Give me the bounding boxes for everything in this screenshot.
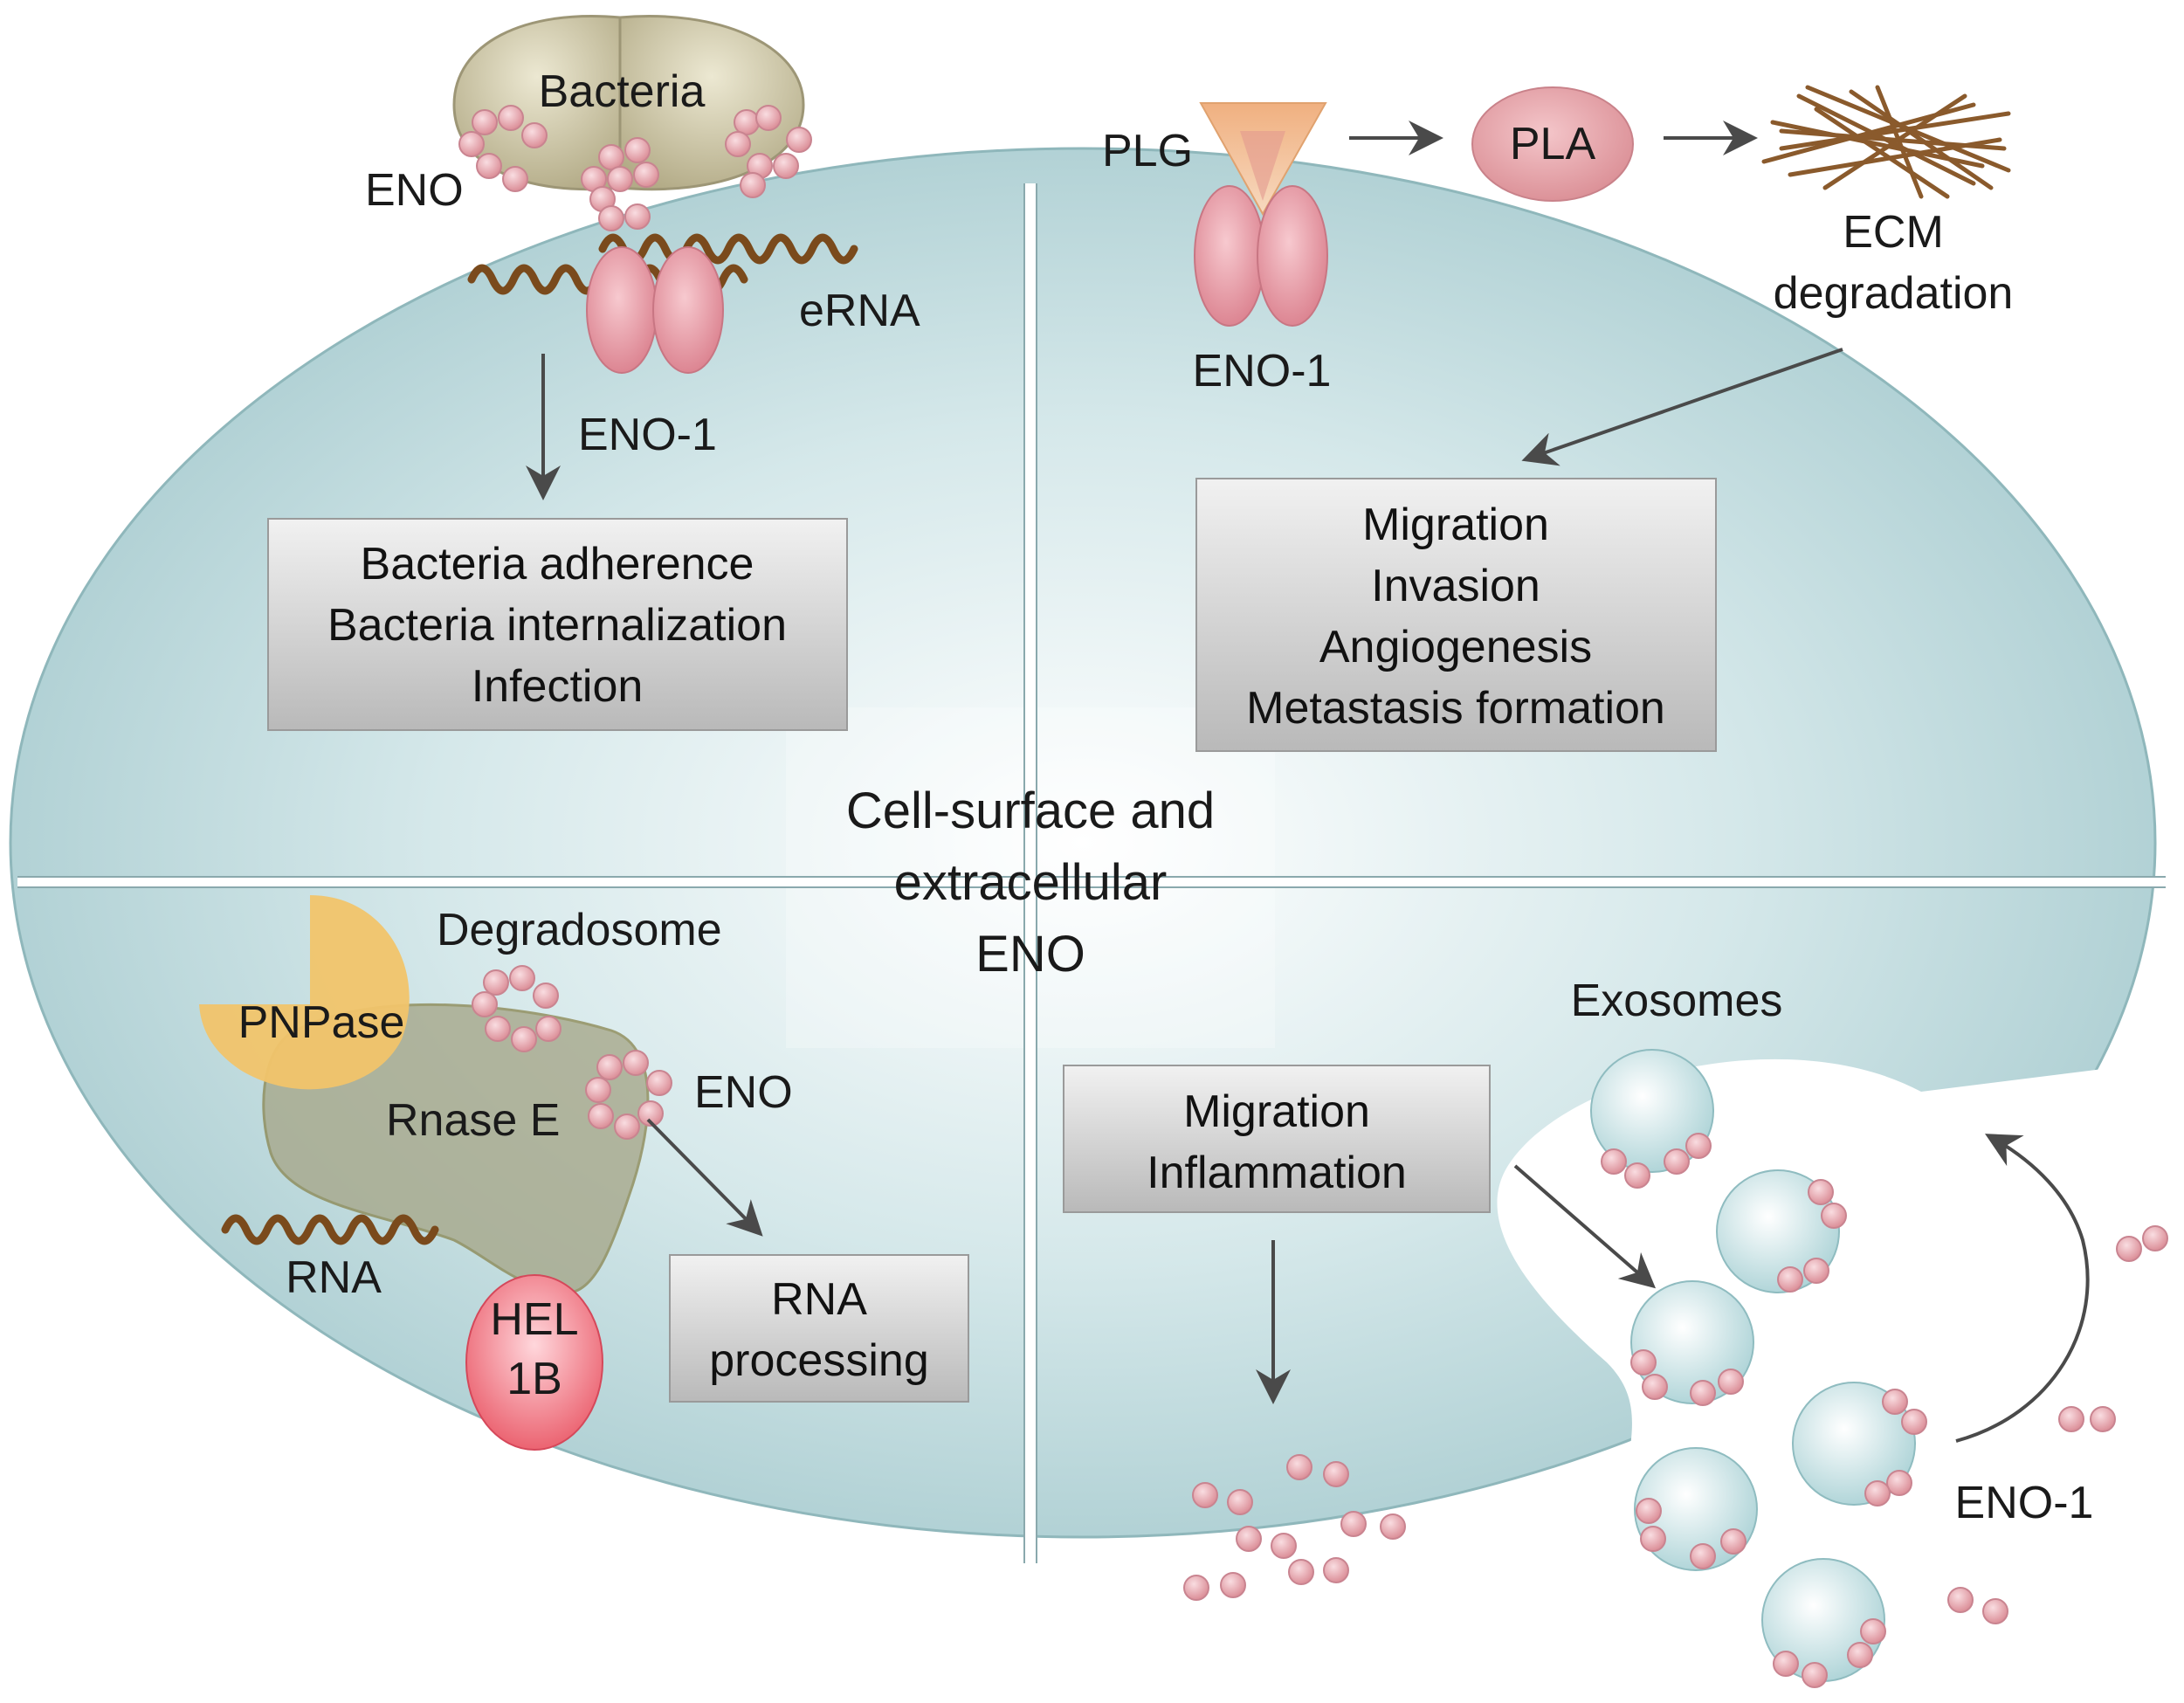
- invasion-outcome-box: Migration Invasion Angiogenesis Metastas…: [1195, 478, 1717, 752]
- box-line: Angiogenesis: [1319, 622, 1592, 672]
- quadrant-bottom-right: Exosomes Migration Inflammation: [1063, 976, 2168, 1688]
- erna-label: eRNA: [799, 286, 920, 336]
- arrow-to-exosome: [1513, 1164, 1657, 1289]
- rnase-e-label: Rnase E: [386, 1095, 560, 1146]
- box-line: RNA: [771, 1274, 867, 1325]
- plg-triangle-icon: [1199, 102, 1327, 217]
- pnpase-icon: [199, 895, 410, 1090]
- rna-strand-icon: [221, 1214, 439, 1245]
- eno-label-bottom-left: ENO: [694, 1067, 793, 1118]
- hel-label-line-2: 1B: [506, 1354, 562, 1404]
- center-title-line-1: Cell-surface and: [846, 783, 1215, 839]
- eno1-label-top-right: ENO-1: [1193, 346, 1332, 396]
- arrow-to-rna-box: [646, 1118, 763, 1237]
- arrow-ecm-to-box: [1521, 348, 1843, 466]
- box-line: Inflammation: [1147, 1148, 1407, 1198]
- plg-label: PLG: [1102, 126, 1193, 176]
- box-line: Infection: [472, 661, 644, 712]
- bacteria-label: Bacteria: [539, 66, 706, 117]
- center-title-line-2: extracellular: [894, 854, 1168, 911]
- migration-inflammation-box: Migration Inflammation: [1063, 1065, 1491, 1213]
- eno1-dimer-icon: [1194, 185, 1328, 327]
- center-title: Cell-surface and extracellular ENO: [846, 783, 1215, 982]
- rna-label: RNA: [286, 1252, 382, 1303]
- ecm-label-line-1: ECM: [1843, 207, 1944, 258]
- eno1-dimer-icon: [586, 246, 724, 374]
- box-line: processing: [709, 1335, 928, 1386]
- box-line: Migration: [1183, 1086, 1370, 1137]
- bacteria-outcome-box: Bacteria adherence Bacteria internalizat…: [267, 518, 848, 731]
- box-line: Bacteria adherence: [361, 539, 754, 590]
- box-line: Migration: [1362, 500, 1549, 550]
- ecm-fibers-icon: [1761, 85, 2011, 199]
- quadrant-top-left: Bacteria ENO eRNA ENO-1 Bacteria adhe: [267, 15, 920, 731]
- pla-label: PLA: [1510, 119, 1596, 169]
- ecm-label-line-2: degradation: [1774, 268, 2014, 319]
- eno1-label-top-left: ENO-1: [578, 410, 717, 460]
- bacteria-cell-icon: [452, 15, 805, 191]
- arrow-eno1-to-exosomes: [1955, 1134, 2090, 1443]
- exosomes-label: Exosomes: [1571, 976, 1783, 1026]
- hel-label-line-1: HEL: [490, 1294, 578, 1345]
- cell-ellipse: [9, 147, 2184, 1539]
- eno1-label-bottom-right: ENO-1: [1955, 1478, 2094, 1528]
- quadrant-top-right: PLG ENO-1 PLA ECM degradation Migration …: [1102, 85, 2014, 752]
- eno-label-top-left: ENO: [365, 165, 464, 216]
- center-title-line-3: ENO: [975, 926, 1085, 982]
- box-line: Invasion: [1371, 561, 1540, 611]
- quadrant-bottom-left: PNPase Degradosome ENO Rnase E RNA HEL 1…: [199, 895, 969, 1451]
- pla-enzyme-icon: [1471, 86, 1634, 202]
- box-line: Metastasis formation: [1246, 683, 1665, 734]
- hel1b-icon: [465, 1274, 603, 1451]
- pnpase-label: PNPase: [238, 997, 405, 1048]
- degradosome-label: Degradosome: [437, 905, 722, 955]
- quadrant-dividers: [17, 183, 2166, 1563]
- rna-processing-box: RNA processing: [669, 1254, 969, 1403]
- box-line: Bacteria internalization: [327, 600, 787, 651]
